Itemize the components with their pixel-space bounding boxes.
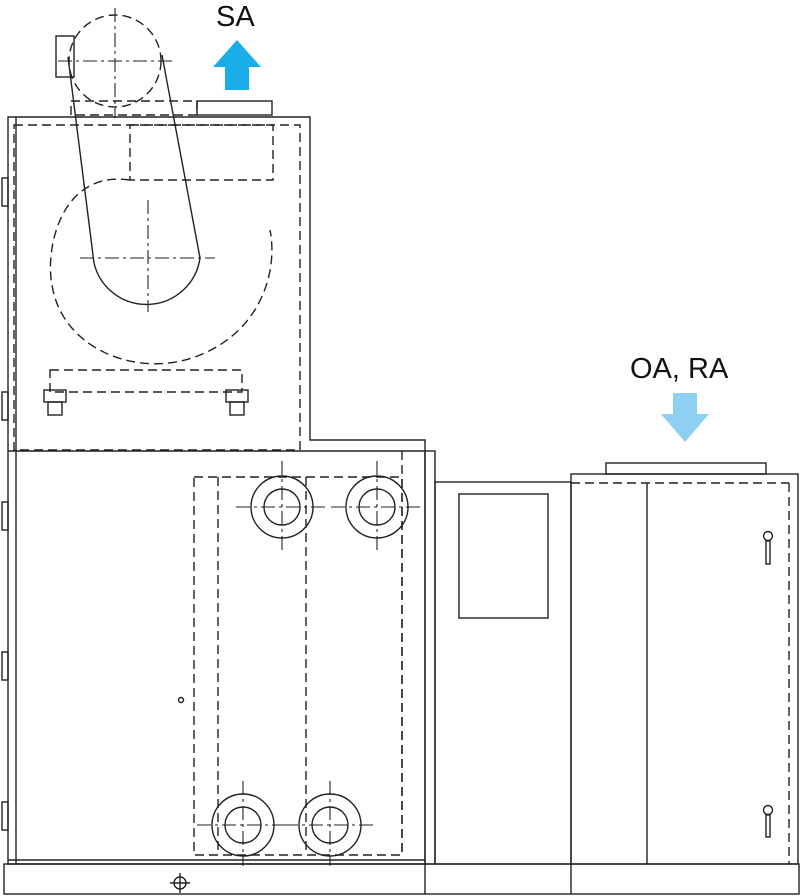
door-handle-upper-icon <box>762 530 774 565</box>
oa-ra-label: OA, RA <box>630 353 729 385</box>
pipe-connection-bottom-left <box>197 781 289 866</box>
base-frame <box>3 863 800 895</box>
intake-air-arrow-icon <box>661 393 709 442</box>
supply-air-arrow-icon <box>213 40 261 90</box>
sa-label: SA <box>216 1 255 33</box>
filter-section <box>570 462 799 865</box>
pipe-connection-top-left <box>236 461 328 553</box>
door-handle-lower-icon <box>762 804 774 838</box>
control-panel-window <box>458 493 549 619</box>
control-panel-section <box>424 450 572 865</box>
pipe-connection-bottom-right <box>284 781 376 866</box>
pipe-connection-top-right <box>331 461 423 553</box>
coil-section <box>193 451 403 856</box>
fan-section <box>13 8 301 451</box>
left-cabinet <box>1 116 426 865</box>
